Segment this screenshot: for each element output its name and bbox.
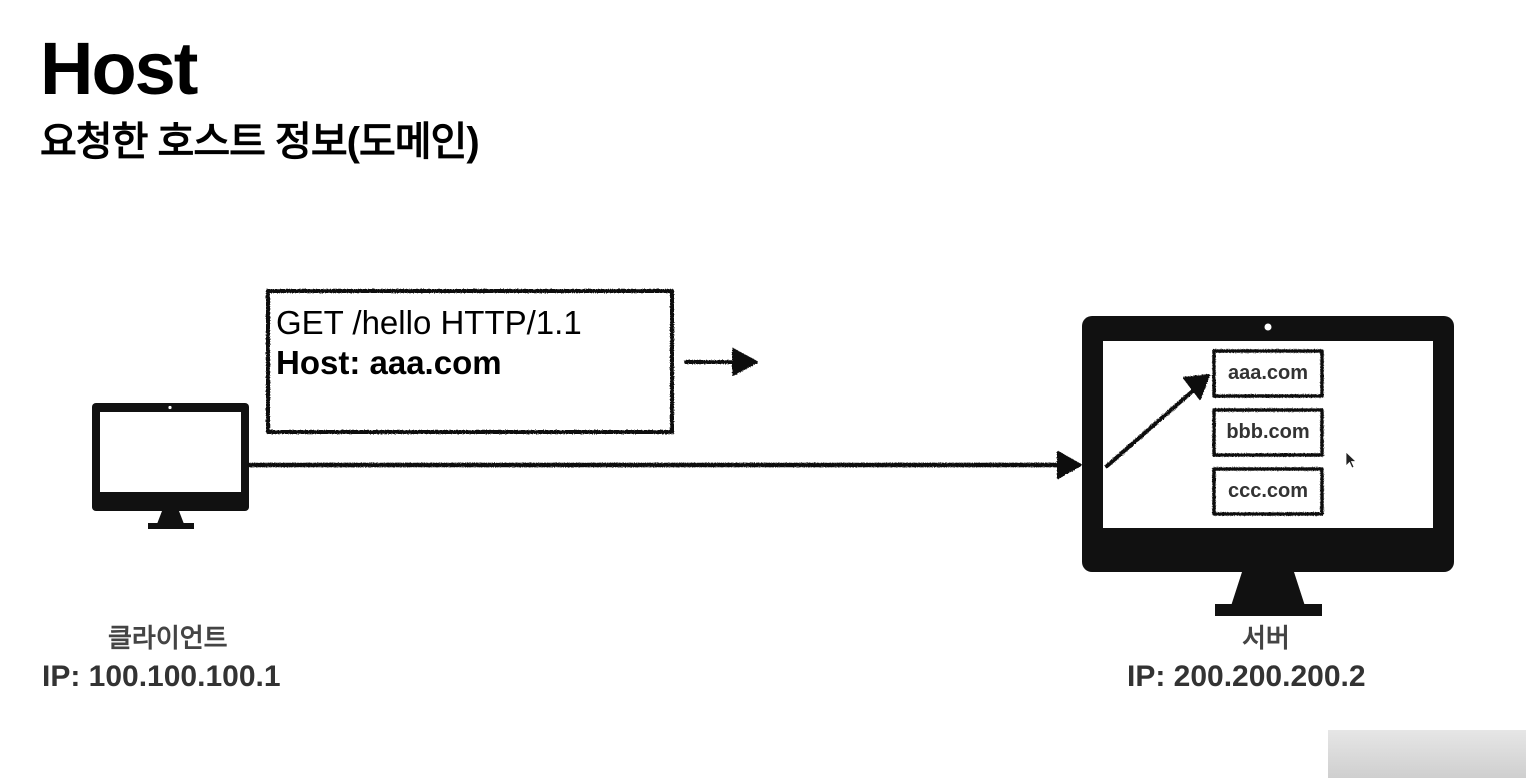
domain-box-bbb bbox=[1212, 408, 1324, 457]
mouse-cursor-icon bbox=[1345, 451, 1358, 469]
request-box bbox=[266, 289, 674, 434]
domain-label-ccc: ccc.com bbox=[1227, 480, 1309, 502]
presenter-video-thumbnail bbox=[1328, 730, 1526, 778]
client-to-server-arrow-icon bbox=[247, 451, 1082, 479]
client-name: 클라이언트 bbox=[108, 623, 228, 653]
server-ip: IP: 200.200.200.2 bbox=[1127, 660, 1366, 693]
request-line: GET /hello HTTP/1.1 bbox=[276, 304, 582, 341]
domain-box-aaa bbox=[1212, 349, 1324, 398]
request-host-header: Host: aaa.com bbox=[276, 344, 502, 381]
domain-label-aaa: aaa.com bbox=[1227, 362, 1309, 384]
page-subtitle: 요청한 호스트 정보(도메인) bbox=[40, 120, 480, 164]
domain-label-bbb: bbb.com bbox=[1226, 421, 1310, 443]
client-monitor-icon bbox=[92, 403, 249, 529]
request-direction-arrow-icon bbox=[684, 348, 758, 376]
domain-box-ccc bbox=[1212, 467, 1324, 516]
server-name: 서버 bbox=[1242, 623, 1290, 653]
server-monitor-icon bbox=[1082, 316, 1454, 616]
client-ip: IP: 100.100.100.1 bbox=[42, 660, 281, 693]
page-title: Host bbox=[40, 27, 198, 110]
route-to-aaa-arrow-icon bbox=[1105, 374, 1210, 468]
